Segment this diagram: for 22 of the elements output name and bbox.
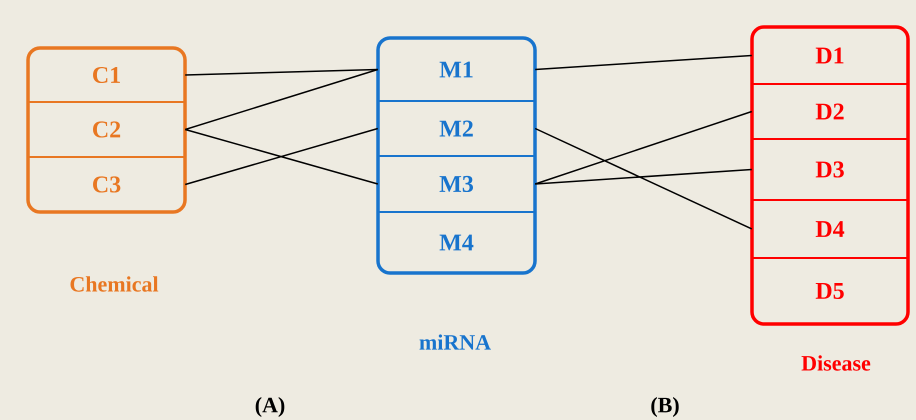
row-cell: C2	[93, 121, 120, 138]
row-cell: M3	[440, 176, 474, 192]
row-cell: D3	[816, 161, 844, 178]
node-label: Disease	[802, 355, 870, 371]
connector-line	[534, 128, 752, 230]
row-cell: M2	[440, 120, 473, 136]
connector-line	[535, 168, 752, 185]
connector-line	[185, 68, 378, 76]
row-cell: D1	[816, 48, 844, 64]
row-cell: M4	[440, 234, 474, 250]
row-cell: D5	[816, 283, 844, 299]
row-cell: D2	[816, 104, 844, 120]
panel-label: (A)	[256, 397, 284, 417]
connector-line	[535, 54, 752, 70]
panel-label: (B)	[651, 397, 679, 417]
row-cell: D4	[816, 221, 844, 237]
row-cell: C3	[93, 176, 120, 193]
row-cell: M1	[440, 62, 473, 78]
row-cell: C1	[93, 66, 120, 84]
connector-line	[184, 68, 378, 130]
node-label: Chemical	[70, 276, 158, 292]
node-label: miRNA	[420, 334, 491, 350]
